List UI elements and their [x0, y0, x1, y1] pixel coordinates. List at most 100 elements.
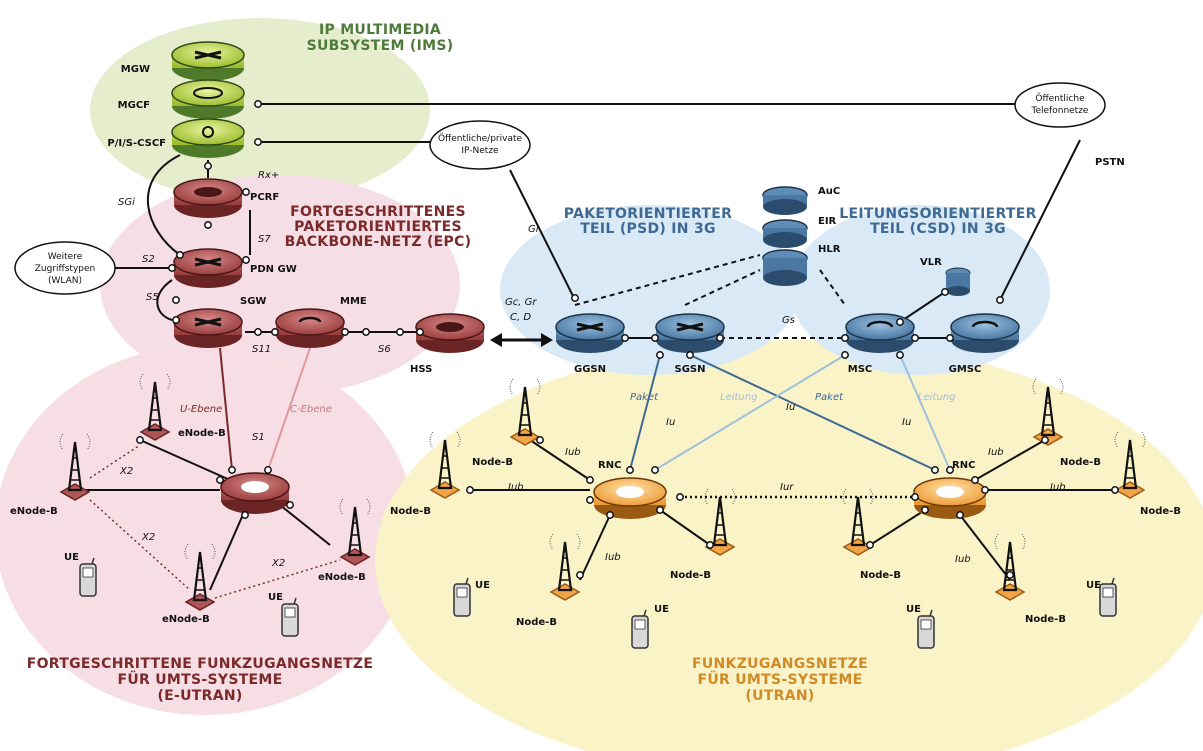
router-icon — [676, 322, 704, 332]
sgw-label: SGW — [240, 296, 266, 307]
x2-label-1: X2 — [119, 466, 133, 477]
phone-icon[interactable] — [453, 577, 471, 617]
rnc-right-label: RNC — [952, 460, 975, 471]
iu-csd-right — [899, 354, 951, 471]
s11-label: S11 — [252, 344, 271, 355]
cloud-text: Weitere — [48, 252, 83, 262]
x2-label-2: X2 — [141, 532, 155, 543]
rnc-right[interactable] — [913, 477, 987, 519]
connector-dot — [996, 296, 1004, 304]
mme-node[interactable] — [275, 308, 345, 348]
pcrf-label: PCRF — [250, 192, 279, 203]
iub-label-1: Iub — [565, 447, 581, 458]
ggsn-node[interactable] — [555, 313, 625, 353]
connector-dot — [571, 294, 579, 302]
enodeb-hub[interactable] — [220, 472, 290, 514]
tower-labels: eNode-B eNode-B eNode-B eNode-B Node-B N… — [10, 428, 1181, 628]
region-backgrounds — [0, 18, 1203, 751]
connector-dot — [941, 288, 949, 296]
connector-dot — [706, 541, 714, 549]
cloud-text: (WLAN) — [48, 276, 82, 286]
ue-label: UE — [906, 604, 921, 615]
iub-label-6: Iub — [955, 554, 971, 565]
connector-dot — [586, 476, 594, 484]
rnc-left[interactable] — [593, 477, 667, 519]
enodeb-label: eNode-B — [10, 506, 58, 517]
nodeb-label: Node-B — [1140, 506, 1181, 517]
mgcf-node[interactable] — [171, 79, 245, 119]
sgw-node[interactable] — [173, 308, 243, 348]
nodeb-label: Node-B — [1060, 457, 1101, 468]
connector-dot — [1041, 436, 1049, 444]
nb-r2-link — [959, 514, 1011, 581]
tower-icon[interactable] — [429, 431, 461, 499]
cloud-text: Telefonnetze — [1031, 106, 1089, 116]
ipnetze-cloud: Öffentliche/private IP-Netze — [429, 120, 531, 170]
gmsc-node[interactable] — [950, 313, 1020, 353]
connector-dot — [981, 486, 989, 494]
phone-icon[interactable] — [281, 597, 299, 637]
phone-icon[interactable] — [1099, 577, 1117, 617]
gcgr-label: Gc, Gr — [505, 297, 537, 308]
nb-r1-link — [869, 509, 926, 546]
enodeb-label: eNode-B — [162, 614, 210, 625]
gmsc-label: GMSC — [949, 364, 982, 375]
tower-icon[interactable] — [184, 543, 216, 611]
x2-label-3: X2 — [271, 558, 285, 569]
hss-node[interactable] — [415, 313, 485, 353]
msc-vlr-link — [899, 291, 946, 323]
tower-icon[interactable] — [139, 373, 171, 441]
wlan-cloud: Weitere Zugriffstypen (WLAN) — [14, 241, 116, 295]
connector-dot — [136, 436, 144, 444]
tower-icon[interactable] — [1114, 431, 1146, 499]
connector-dot — [1006, 571, 1014, 579]
sip-icon — [202, 126, 214, 138]
connector-dot — [264, 466, 272, 474]
msc-node[interactable] — [845, 313, 915, 353]
tower-icon[interactable] — [1032, 378, 1064, 446]
iub-label-3: Iub — [605, 552, 621, 563]
connector-dot — [576, 571, 584, 579]
eutran-region — [0, 345, 415, 715]
connector-dot — [911, 334, 919, 342]
router-icon — [576, 322, 604, 332]
iu-csd-left — [654, 354, 846, 471]
phone-icon[interactable] — [631, 609, 649, 649]
phone-icon[interactable] — [917, 609, 935, 649]
tower-icon[interactable] — [704, 488, 736, 556]
tower-icon[interactable] — [59, 433, 91, 501]
ue-label: UE — [64, 552, 79, 563]
connector-dot — [651, 334, 659, 342]
sgsn-label: SGSN — [675, 364, 706, 375]
phone-icon[interactable] — [79, 557, 97, 597]
cloud-text: Öffentliche — [1035, 93, 1085, 104]
vlr-database[interactable] — [945, 267, 971, 296]
sgsn-node[interactable] — [655, 313, 725, 353]
gi-link — [509, 169, 576, 301]
connector-dot — [956, 511, 964, 519]
clouds: Öffentliche Telefonnetze Öffentliche/pri… — [14, 82, 1106, 295]
pdngw-node[interactable] — [173, 248, 243, 288]
connector-dot — [1111, 486, 1119, 494]
enb-bottom-link — [209, 509, 246, 591]
mgw-node[interactable] — [171, 41, 245, 81]
connector-dot — [896, 318, 904, 326]
cscf-node[interactable] — [171, 118, 245, 158]
enb-right-link — [279, 504, 331, 546]
tower-icon[interactable] — [339, 498, 371, 566]
tower-icon[interactable] — [509, 378, 541, 446]
tower-icon[interactable] — [994, 533, 1026, 601]
s5-link — [156, 279, 173, 321]
towers — [59, 373, 1146, 611]
connector-dot — [168, 264, 176, 272]
connector-dot — [656, 506, 664, 514]
tower-icon[interactable] — [549, 533, 581, 601]
pcrf-node[interactable] — [173, 178, 243, 218]
cloud-text: Öffentliche/private — [438, 133, 523, 144]
connector-dot — [204, 221, 212, 229]
connector-dot — [626, 466, 634, 474]
hlr-database[interactable] — [762, 186, 808, 286]
